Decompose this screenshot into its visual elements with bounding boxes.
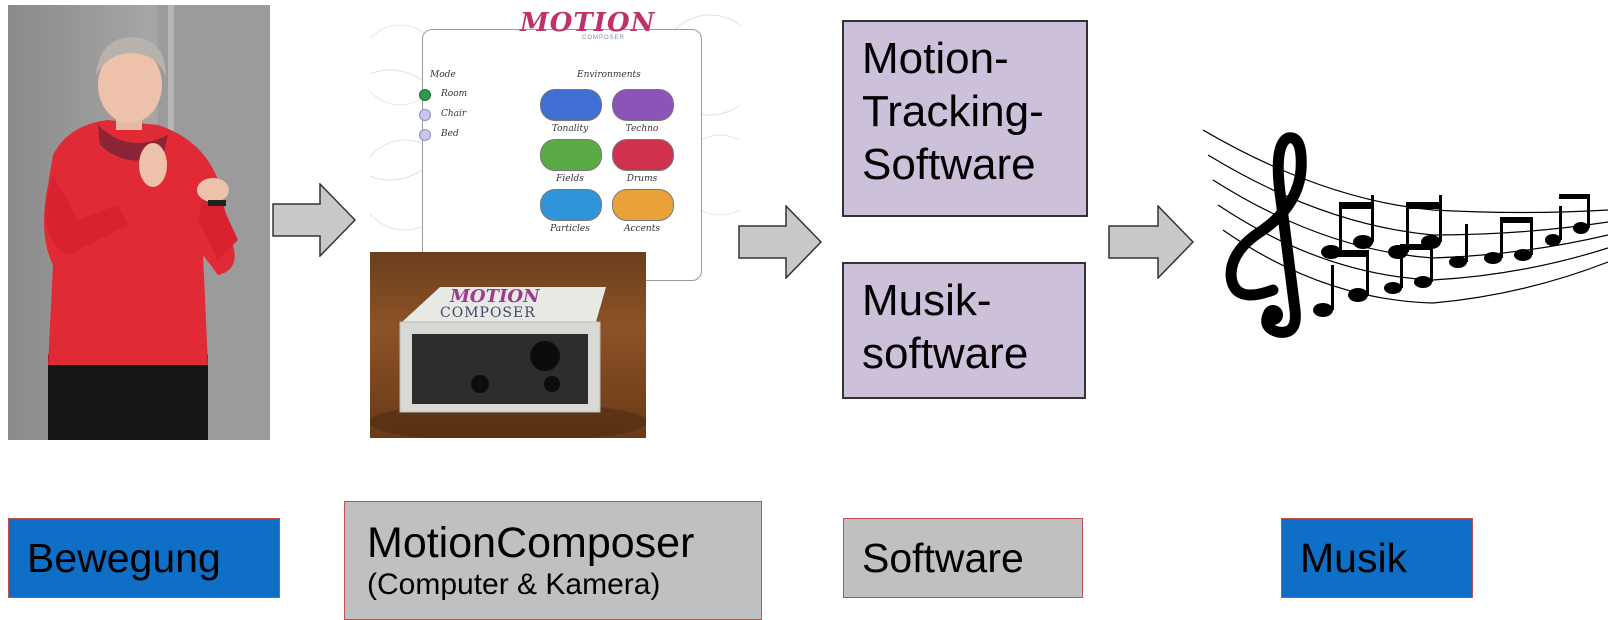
mode-room-label: Room xyxy=(441,89,468,99)
motion-tracking-line-2: Tracking- xyxy=(862,87,1044,136)
arrow-right-icon xyxy=(272,183,356,257)
mode-bed-radio[interactable] xyxy=(419,129,431,141)
ui-logo-sub: COMPOSER xyxy=(582,35,626,41)
music-software-box: Musik- software xyxy=(842,262,1086,399)
env-particles-button[interactable] xyxy=(540,189,602,221)
env-fields-button[interactable] xyxy=(540,139,602,171)
env-fields-label: Fields xyxy=(556,174,584,184)
camera-device-illustration xyxy=(370,287,646,438)
env-tonality-button[interactable] xyxy=(540,89,602,121)
env-techno-button[interactable] xyxy=(612,89,674,121)
env-drums-button[interactable] xyxy=(612,139,674,171)
env-accents-button[interactable] xyxy=(612,189,674,221)
motion-tracking-line-1: Motion- xyxy=(862,34,1009,83)
mode-chair-radio[interactable] xyxy=(419,109,431,121)
stage-label-motioncomposer: MotionComposer (Computer & Kamera) xyxy=(344,501,762,620)
stage-label-bewegung: Bewegung xyxy=(8,518,280,598)
music-notes-icon xyxy=(1203,129,1608,338)
env-particles-label: Particles xyxy=(550,224,590,234)
motion-tracking-line-3: Software xyxy=(862,140,1036,189)
ui-logo: MOTION xyxy=(520,8,656,38)
motion-tracking-software-box: Motion- Tracking- Software xyxy=(842,20,1088,217)
person-illustration xyxy=(44,5,270,440)
env-tonality-label: Tonality xyxy=(551,124,589,134)
env-accents-label: Accents xyxy=(624,224,660,234)
device-logo: MOTION xyxy=(450,286,540,307)
stage-label-motioncomposer-sub: (Computer & Kamera) xyxy=(367,567,661,601)
env-drums-label: Drums xyxy=(626,174,658,184)
stage-label-musik: Musik xyxy=(1281,518,1473,598)
mode-chair-label: Chair xyxy=(441,109,467,119)
arrow-right-icon xyxy=(1108,205,1194,279)
stage-label-software: Software xyxy=(843,518,1083,598)
music-software-line-2: software xyxy=(862,329,1029,378)
ui-environments-title: Environments xyxy=(577,70,641,80)
mode-room-radio[interactable] xyxy=(419,89,431,101)
arrow-right-icon xyxy=(738,205,822,279)
music-software-line-1: Musik- xyxy=(862,276,992,325)
stage-label-motioncomposer-title: MotionComposer xyxy=(367,518,695,567)
person-photo xyxy=(8,5,270,440)
ui-mode-title: Mode xyxy=(430,70,456,80)
env-techno-label: Techno xyxy=(625,124,659,134)
device-label: COMPOSER xyxy=(440,305,536,321)
camera-device-photo: MOTION COMPOSER xyxy=(370,252,646,438)
mode-bed-label: Bed xyxy=(441,129,459,139)
